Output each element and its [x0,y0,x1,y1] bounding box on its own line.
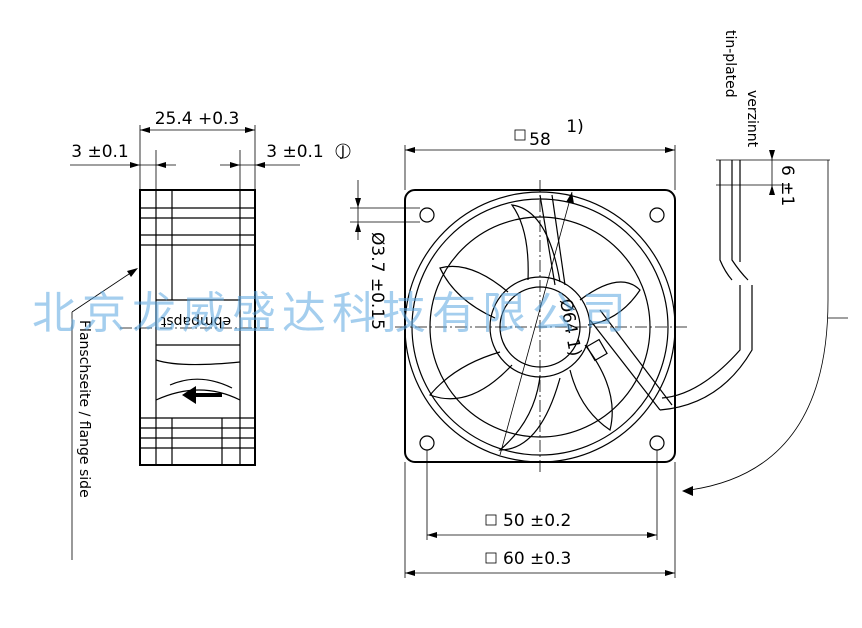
mounting-hole [649,207,665,223]
hole-dimension: Ø3.7 ±0.15 [367,232,387,330]
watermark-text: 北京龙威盛达科技有限公司 [32,288,632,339]
side-view-outline [139,189,256,466]
square-60-dimension: 60 ±0.3 [503,549,571,569]
note-1-label: 1) [566,117,583,137]
airflow-arrow-icon [182,386,222,404]
tin-plated-label: tin-plated [722,30,738,98]
square-50-dimension: 50 ±0.2 [503,511,571,531]
depth-dimension: 25.4 +0.3 [155,109,240,129]
left-flange-tolerance: 3 ±0.1 [71,142,129,162]
svg-text:J: J [340,144,345,160]
front-view: Ø64 1) [395,159,753,475]
front-dimensions: 58 1) Ø3.7 ±0.15 50 ±0.2 60 ±0.3 6 ±1 [350,30,848,578]
square-58-dimension: 58 [529,130,551,150]
side-dimensions: 25.4 +0.3 3 ±0.1 3 ±0.1 J Flanschseite /… [70,109,351,560]
right-flange-tolerance: 3 ±0.1 [266,142,324,162]
flange-side-label: Flanschseite / flange side [76,320,92,498]
lead-strip-dimension: 6 ±1 [777,165,797,206]
mounting-hole [649,435,665,451]
mounting-hole [419,435,435,451]
verzinnt-label: verzinnt [744,90,760,148]
note-circle-icon [335,143,351,159]
brand-label: ebmpapst [160,313,231,329]
mounting-hole [419,207,435,223]
side-view: ebmpapst [120,189,268,466]
